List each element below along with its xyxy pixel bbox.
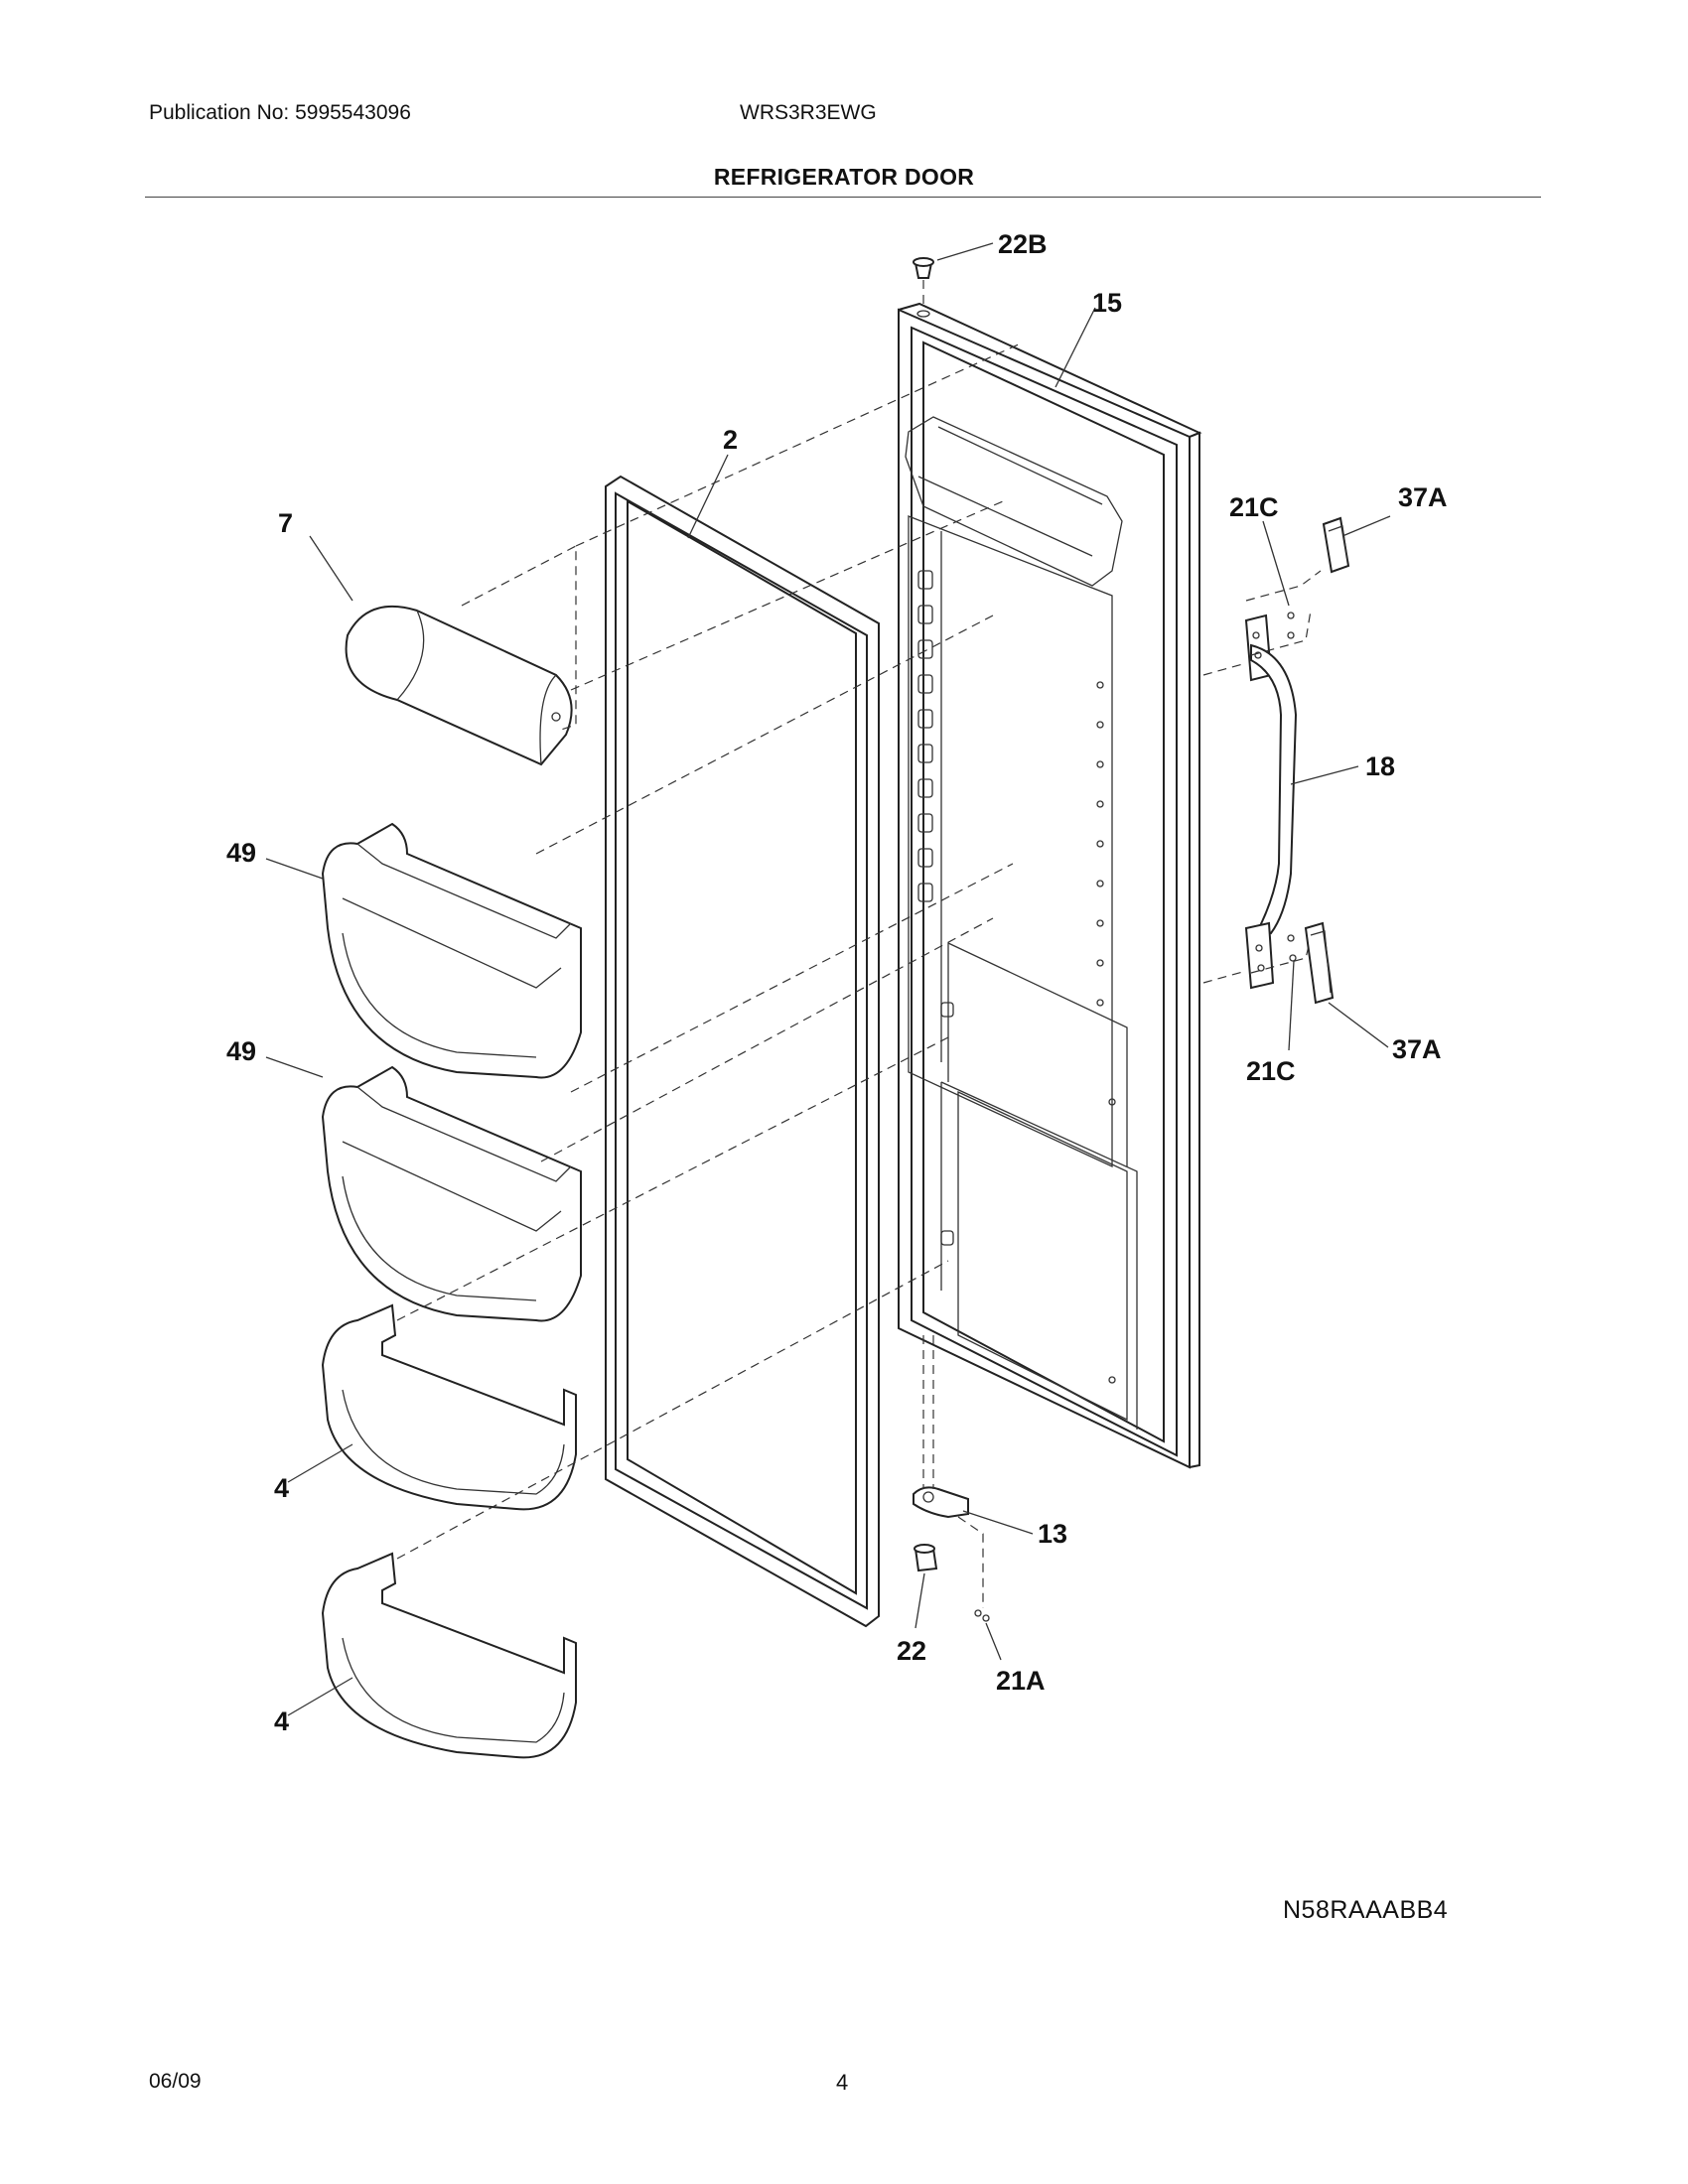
publication-number: Publication No: 5995543096: [149, 101, 411, 124]
callout-49-bottom: 49: [226, 1036, 256, 1066]
page-number: 4: [836, 2070, 849, 2095]
door-bin-upper-part: [321, 822, 582, 1079]
page-title: REFRIGERATOR DOOR: [713, 164, 975, 190]
callout-18: 18: [1365, 751, 1395, 781]
door-gasket-part: [605, 475, 880, 1628]
model-number: WRS3R3EWG: [740, 101, 877, 124]
callout-21c-top: 21C: [1229, 492, 1279, 522]
callout-49-top: 49: [226, 838, 256, 868]
drawing-code: N58RAAABB4: [1283, 1896, 1449, 1924]
publication-date: 06/09: [149, 2070, 202, 2093]
door-shelf-upper-part: [321, 1303, 577, 1511]
door-shelf-lower-part: [321, 1552, 577, 1759]
callout-37a-top: 37A: [1398, 482, 1448, 512]
callout-4-top: 4: [274, 1473, 289, 1503]
callout-22b: 22B: [998, 229, 1048, 259]
door-bin-lower-part: [321, 1065, 582, 1322]
handle-end-cap-top-part: [1322, 516, 1350, 574]
callout-21a: 21A: [996, 1666, 1046, 1696]
title-rule: [145, 197, 1541, 198]
bottom-hinge-part: [913, 1335, 984, 1608]
top-hinge-plug-part: [913, 257, 934, 318]
callout-7: 7: [278, 508, 293, 538]
door-handle-part: [1244, 614, 1298, 990]
bottom-hinge-bushing-part: [914, 1544, 938, 1572]
callout-13: 13: [1038, 1519, 1067, 1549]
assembly-dashed-lines: [396, 341, 1247, 1560]
callout-leader-lines: [265, 242, 1391, 1716]
callout-21c-bottom: 21C: [1246, 1056, 1296, 1086]
bottom-hinge-screws-part: [974, 1609, 990, 1622]
handle-screws-part: [1245, 570, 1322, 974]
handle-end-cap-bottom-part: [1304, 921, 1335, 1005]
door-panel-part: [898, 302, 1202, 1469]
callout-37a-bottom: 37A: [1392, 1034, 1442, 1064]
callout-22: 22: [897, 1636, 926, 1666]
callout-4-bottom: 4: [274, 1706, 289, 1736]
dairy-door-part: [345, 605, 573, 766]
callout-15: 15: [1092, 288, 1122, 318]
callout-2: 2: [723, 425, 738, 455]
